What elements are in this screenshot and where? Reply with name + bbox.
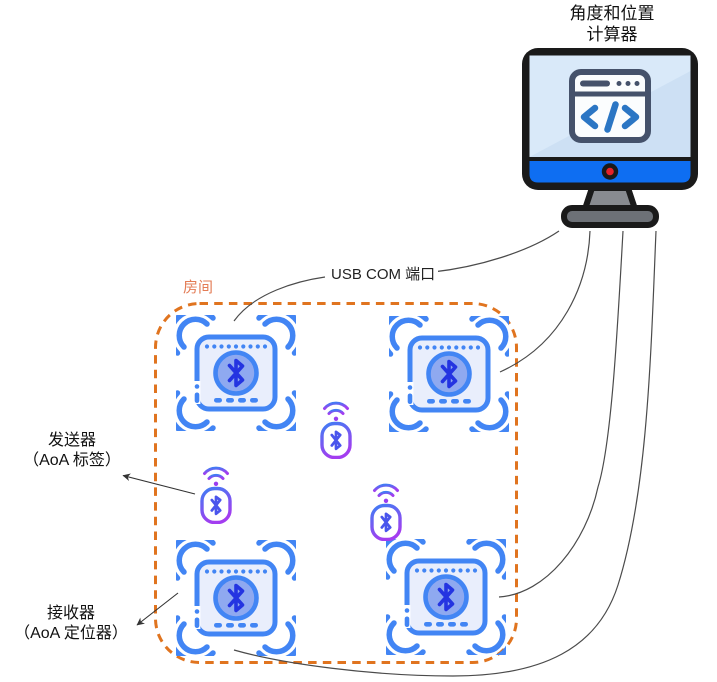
computer-title-line2: 计算器 [586, 25, 638, 44]
bluetooth-tag-icon [314, 397, 358, 459]
aoa-tag-right [364, 479, 408, 541]
bluetooth-tag-icon [194, 462, 238, 524]
receiver-label-line1: 接收器 [46, 605, 95, 622]
aoa-tag-left [194, 462, 238, 524]
usb-line-to-bottom-left-locator [233, 230, 657, 677]
bluetooth-tag-icon [364, 479, 408, 541]
usb-com-port-label: USB COM 端口 [328, 263, 439, 284]
transmitter-label-arrow [122, 473, 196, 495]
receiver-label-arrow [136, 592, 179, 626]
position-calculator-computer [520, 38, 700, 230]
bluetooth-beacon-icon [389, 316, 509, 432]
computer-title-line1: 角度和位置 [569, 4, 655, 23]
usb-line-to-top-right-locator [499, 230, 591, 373]
aoa-locator-bottom-right [386, 539, 506, 655]
transmitter-label-line2: （AoA 标签） [23, 452, 121, 469]
aoa-locator-top-left [176, 315, 296, 431]
aoa-tag-center [314, 397, 358, 459]
aoa-locator-top-right [389, 316, 509, 432]
aoa-locator-bottom-left [176, 540, 296, 656]
receiver-label-line2: （AoA 定位器） [14, 625, 128, 642]
receiver-label: 接收器 （AoA 定位器） [0, 604, 142, 644]
bluetooth-beacon-icon [176, 315, 296, 431]
transmitter-label-line1: 发送器 [47, 432, 96, 449]
room-boundary [154, 302, 518, 664]
computer-title: 角度和位置 计算器 [520, 3, 704, 45]
usb-line-right-segment [432, 230, 560, 273]
usb-line-to-bottom-right-locator [498, 230, 624, 598]
bluetooth-beacon-icon [176, 540, 296, 656]
room-label: 房间 [183, 279, 214, 296]
usb-line-to-top-left-locator [233, 276, 326, 322]
transmitter-label: 发送器 （AoA 标签） [4, 431, 140, 471]
computer-monitor-icon [520, 38, 700, 230]
bluetooth-beacon-icon [386, 539, 506, 655]
